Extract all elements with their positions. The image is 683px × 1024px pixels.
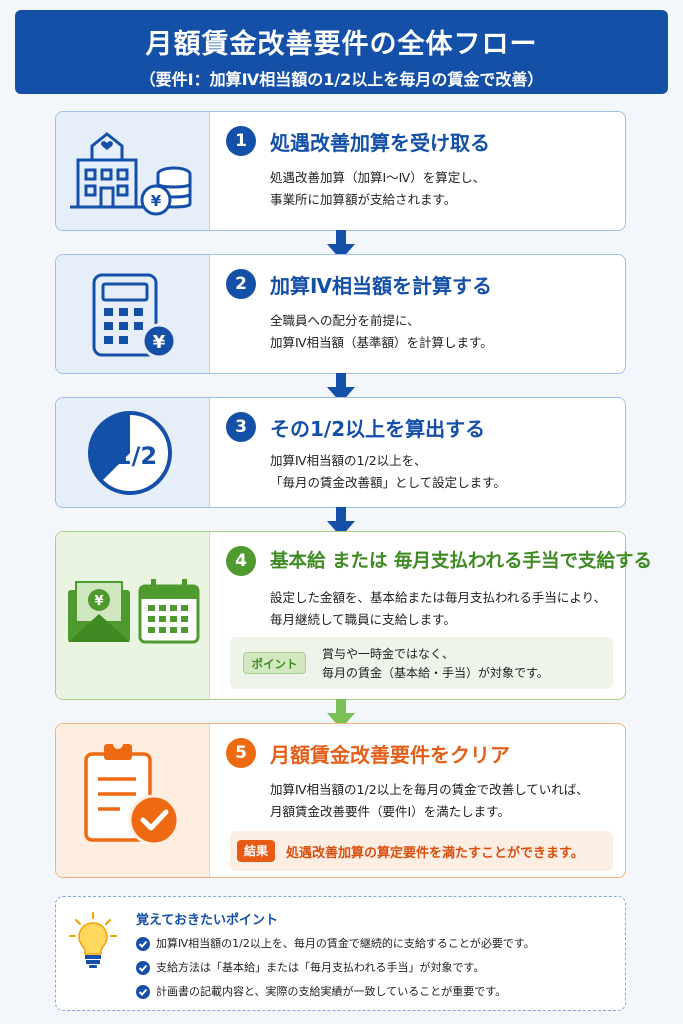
step-4-number-badge: 4 [226,546,256,576]
tips-panel: 覚えておきたいポイント 加算Ⅳ相当額の1/2以上を、毎月の賃金で継続的に支給する… [55,896,626,1011]
header-banner: 月額賃金改善要件の全体フロー （要件Ⅰ：加算Ⅳ相当額の1/2以上を毎月の賃金で改… [15,10,668,94]
step-1-title: 処遇改善加算を受け取る [270,131,490,155]
step-5-number-badge: 5 [226,738,256,768]
arrow-down-icon [327,230,355,260]
step-card-2: ¥ 2 加算Ⅳ相当額を計算する 全職員への配分を前提に、 加算Ⅳ相当額（基準額）… [55,254,626,374]
step-2-line-1: 全職員への配分を前提に、 [270,313,420,328]
svg-text:¥: ¥ [151,192,162,210]
envelope-calendar-icon: ¥ [68,579,200,644]
tips-list: 加算Ⅳ相当額の1/2以上を、毎月の賃金で継続的に支給することが必要です。 支給方… [136,935,535,1007]
tips-item-text: 計画書の記載内容と、実際の支給実績が一致していることが重要です。 [156,985,507,998]
step-5-icon-panel [56,724,210,877]
half-pie-icon: 1/2 [88,411,172,495]
result-badge: 結果 [237,840,275,862]
step-2-description: 全職員への配分を前提に、 加算Ⅳ相当額（基準額）を計算します。 [270,310,493,354]
tips-item-text: 加算Ⅳ相当額の1/2以上を、毎月の賃金で継続的に支給することが必要です。 [156,937,535,950]
page-subtitle: （要件Ⅰ：加算Ⅳ相当額の1/2以上を毎月の賃金で改善） [139,70,544,89]
point-line-2: 毎月の賃金（基本給・手当）が対象です。 [322,666,549,680]
check-circle-icon [136,937,150,951]
step-2-line-2: 加算Ⅳ相当額（基準額）を計算します。 [270,335,493,350]
step-card-3: 1/2 3 その1/2以上を算出する 加算Ⅳ相当額の1/2以上を、 「毎月の賃金… [55,397,626,508]
tips-item: 支給方法は「基本給」または「毎月支払われる手当」が対象です。 [136,959,535,983]
arrow-down-icon [327,373,355,403]
step-1-line-2: 事業所に加算額が支給されます。 [270,192,457,207]
step-3-title: その1/2以上を算出する [270,417,486,441]
step-2-title: 加算Ⅳ相当額を計算する [270,274,492,298]
step-3-icon-panel: 1/2 [56,398,210,507]
step-3-line-2: 「毎月の賃金改善額」として設定します。 [270,475,506,490]
calculator-yen-icon: ¥ [92,273,177,359]
tips-item: 計画書の記載内容と、実際の支給実績が一致していることが重要です。 [136,983,535,1007]
result-text: 処遇改善加算の算定要件を満たすことができます。 [286,846,584,861]
tips-title: 覚えておきたいポイント [136,913,278,928]
step-1-number-badge: 1 [226,126,256,156]
check-circle-icon [136,961,150,975]
step-5-line-2: 月額賃金改善要件（要件Ⅰ）を満たします。 [270,804,510,819]
svg-text:¥: ¥ [153,332,166,353]
step-4-description: 設定した金額を、基本給または毎月支払われる手当により、 毎月継続して職員に支給し… [270,587,606,631]
point-callout: ポイント 賞与や一時金ではなく、 毎月の賃金（基本給・手当）が対象です。 [230,637,613,689]
step-2-number-badge: 2 [226,269,256,299]
step-3-line-1: 加算Ⅳ相当額の1/2以上を、 [270,453,427,468]
half-fraction-label: 1/2 [115,442,157,470]
check-circle-icon [136,985,150,999]
step-3-description: 加算Ⅳ相当額の1/2以上を、 「毎月の賃金改善額」として設定します。 [270,450,506,494]
point-text: 賞与や一時金ではなく、 毎月の賃金（基本給・手当）が対象です。 [322,645,549,683]
tips-item: 加算Ⅳ相当額の1/2以上を、毎月の賃金で継続的に支給することが必要です。 [136,935,535,959]
step-4-line-2: 毎月継続して職員に支給します。 [270,612,456,627]
step-4-title: 基本給 または 毎月支払われる手当で支給する [270,551,652,572]
result-callout: 結果 処遇改善加算の算定要件を満たすことができます。 [230,831,613,871]
step-1-description: 処遇改善加算（加算Ⅰ～Ⅳ）を算定し、 事業所に加算額が支給されます。 [270,167,485,211]
page-title: 月額賃金改善要件の全体フロー [145,29,538,60]
step-card-1: ¥ 1 処遇改善加算を受け取る 処遇改善加算（加算Ⅰ～Ⅳ）を算定し、 事業所に加… [55,111,626,231]
step-5-line-1: 加算Ⅳ相当額の1/2以上を毎月の賃金で改善していれば、 [270,782,589,797]
step-1-icon-panel: ¥ [56,112,210,230]
point-line-1: 賞与や一時金ではなく、 [322,647,455,661]
arrow-down-icon [327,507,355,537]
point-badge: ポイント [243,652,306,674]
lightbulb-icon [69,912,117,968]
step-4-line-1: 設定した金額を、基本給または毎月支払われる手当により、 [270,590,607,605]
arrow-down-icon [327,699,355,729]
step-3-number-badge: 3 [226,412,256,442]
clipboard-check-icon [84,739,180,846]
step-5-title: 月額賃金改善要件をクリア [270,743,510,767]
svg-text:¥: ¥ [94,594,103,609]
building-coins-icon: ¥ [70,132,192,216]
step-5-description: 加算Ⅳ相当額の1/2以上を毎月の賃金で改善していれば、 月額賃金改善要件（要件Ⅰ… [270,779,589,823]
step-2-icon-panel: ¥ [56,255,210,373]
tips-item-text: 支給方法は「基本給」または「毎月支払われる手当」が対象です。 [156,961,485,974]
step-1-line-1: 処遇改善加算（加算Ⅰ～Ⅳ）を算定し、 [270,170,486,185]
step-4-icon-panel: ¥ [56,532,210,699]
